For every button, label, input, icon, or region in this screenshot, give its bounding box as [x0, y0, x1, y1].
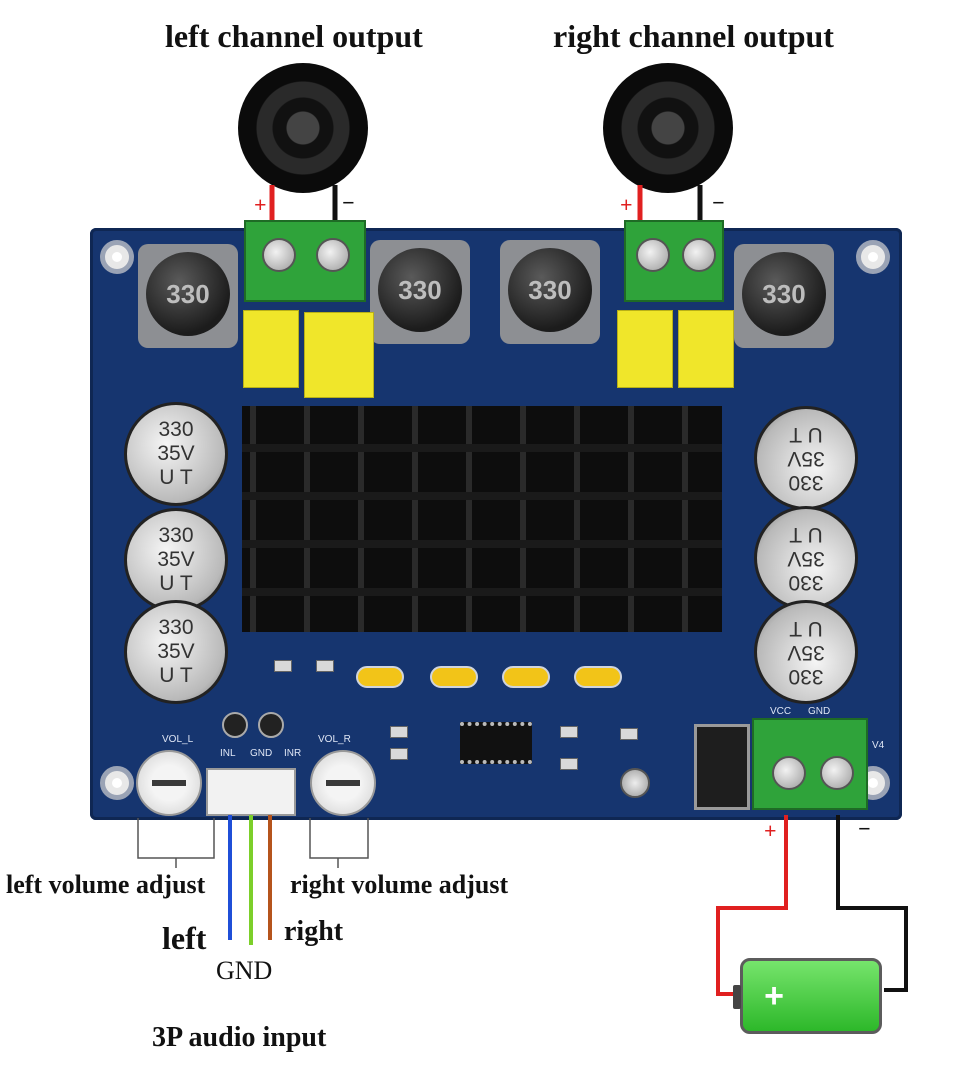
inductor-label: 330 [508, 248, 592, 332]
inductor-label: 330 [742, 252, 826, 336]
right-volume-bracket [309, 818, 369, 859]
audio-gnd-label: GND [216, 956, 273, 985]
left-speaker-plus: + [254, 192, 267, 217]
inductor-2: 330 [370, 240, 470, 344]
smd-capacitor [574, 666, 622, 688]
terminal-screw [316, 238, 350, 272]
inductor-label: 330 [146, 252, 230, 336]
right-speaker-plus: + [620, 192, 633, 217]
left-speaker-terminal[interactable] [244, 220, 366, 302]
battery-icon: + [733, 958, 882, 1034]
terminal-screw [682, 238, 716, 272]
silk-vol-r: VOL_R [318, 734, 351, 745]
terminal-screw [820, 756, 854, 790]
audio-left-label: left [162, 920, 207, 956]
right-speaker-minus: − [712, 190, 725, 215]
audio-right-label: right [284, 916, 344, 947]
diode [694, 724, 750, 810]
mount-hole-top-left [100, 240, 134, 274]
power-terminal[interactable] [752, 718, 868, 810]
inductor-1: 330 [138, 244, 238, 348]
mount-hole-bottom-left [100, 766, 134, 800]
silk-vcc: VCC [770, 706, 792, 717]
power-positive-wire [716, 815, 788, 996]
right-speaker-terminal[interactable] [624, 220, 724, 302]
heatsink [242, 406, 722, 632]
power-plus: + [764, 818, 777, 843]
smd-resistor [560, 758, 578, 770]
small-capacitor [258, 712, 284, 738]
battery-terminal [733, 985, 741, 1009]
left-volume-potentiometer[interactable] [136, 750, 202, 816]
film-capacitor [678, 310, 734, 388]
right-channel-output-label: right channel output [553, 18, 834, 54]
terminal-screw [772, 756, 806, 790]
silk-inr: INR [284, 748, 302, 759]
audio-input-label: 3P audio input [152, 1022, 327, 1053]
left-speaker-minus: − [342, 190, 355, 215]
film-capacitor [304, 312, 374, 398]
battery-plus-icon: + [764, 977, 784, 1015]
left-channel-output-label: left channel output [165, 18, 423, 54]
power-negative-wire [836, 815, 908, 992]
silk-gnd-power: GND [808, 706, 831, 717]
left-volume-bracket [137, 818, 215, 859]
smd-resistor [274, 660, 292, 672]
inductor-3: 330 [500, 240, 600, 344]
left-volume-adjust-label: left volume adjust [6, 870, 206, 899]
terminal-screw [262, 238, 296, 272]
smd-resistor [620, 728, 638, 740]
smd-capacitor [356, 666, 404, 688]
right-volume-potentiometer[interactable] [310, 750, 376, 816]
op-amp-chip [460, 722, 532, 764]
inductor-4: 330 [734, 244, 834, 348]
right-volume-adjust-label: right volume adjust [290, 870, 509, 899]
film-capacitor [243, 310, 299, 388]
power-minus: − [858, 816, 871, 841]
right-speaker-icon [603, 63, 733, 193]
smd-resistor [390, 748, 408, 760]
left-speaker-icon [238, 63, 368, 193]
silk-inl: INL [220, 748, 236, 759]
smd-resistor [390, 726, 408, 738]
silk-vol-l: VOL_L [162, 734, 194, 745]
small-capacitor [620, 768, 650, 798]
smd-capacitor [502, 666, 550, 688]
silk-gnd: GND [250, 748, 273, 759]
smd-resistor [560, 726, 578, 738]
smd-resistor [316, 660, 334, 672]
small-capacitor [222, 712, 248, 738]
inductor-label: 330 [378, 248, 462, 332]
smd-capacitor [430, 666, 478, 688]
terminal-screw [636, 238, 670, 272]
film-capacitor [617, 310, 673, 388]
silk-v4: V4 [872, 740, 885, 751]
mount-hole-top-right [856, 240, 890, 274]
